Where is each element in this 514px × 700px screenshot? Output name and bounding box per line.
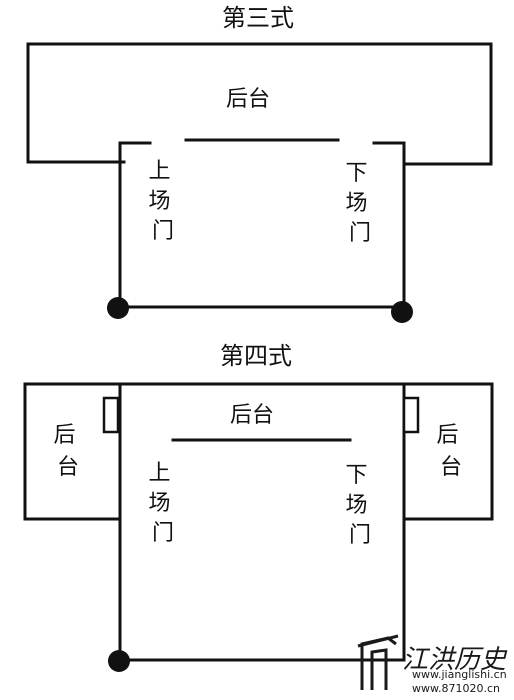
backstage-right-char-1: 后 (436, 423, 458, 448)
right-door-1-char-1: 下 (345, 161, 367, 186)
left-door-1-char-3: 门 (152, 219, 174, 244)
backstage-left-char-1: 后 (53, 423, 75, 448)
backstage-right-char-2: 台 (440, 455, 462, 480)
backstage-box-1 (26, 42, 493, 166)
pillar-left-2 (108, 650, 130, 672)
left-wing-2 (23, 382, 122, 521)
backstage-right-label-2: 后 台 (436, 423, 465, 480)
left-door-2-char-2: 场 (148, 491, 170, 516)
backstage-label-1: 后台 (226, 87, 270, 112)
watermark-url-text: www.871020.cn (412, 682, 500, 695)
left-door-label-2: 上 场 门 (148, 461, 177, 546)
backstage-left-label-2: 后 台 (53, 423, 82, 480)
backstage-top-label-2: 后台 (230, 403, 274, 428)
right-wing-2 (402, 382, 494, 521)
diagram-4-title: 第四式 (220, 342, 292, 370)
door-block-left-2 (102, 396, 120, 434)
pillar-right-1 (391, 301, 413, 323)
backstage-left-char-2: 台 (57, 455, 79, 480)
right-door-2-char-3: 门 (349, 523, 371, 548)
left-door-1-char-2: 场 (148, 189, 170, 214)
door-block-right-2 (402, 396, 420, 434)
watermark-main-text: 江洪历史 (402, 645, 508, 675)
pillar-left-1 (107, 297, 129, 319)
right-door-2-char-2: 场 (345, 493, 367, 518)
left-door-2-char-1: 上 (148, 461, 170, 486)
diagram-3-title: 第三式 (222, 4, 294, 32)
watermark-subtext: www.jianglishi.cn (412, 668, 507, 681)
diagram-3-outlines (26, 42, 493, 309)
left-door-2-char-3: 门 (152, 521, 174, 546)
left-door-label-1: 上 场 门 (148, 159, 177, 244)
watermark-logo-icon (357, 634, 399, 690)
watermark: 江洪历史 www.871020.cn www.jianglishi.cn (357, 634, 508, 695)
right-door-2-char-1: 下 (345, 463, 367, 488)
right-door-1-char-3: 门 (349, 221, 371, 246)
right-door-label-1: 下 场 门 (345, 161, 374, 246)
right-door-label-2: 下 场 门 (345, 463, 374, 548)
left-door-1-char-1: 上 (148, 159, 170, 184)
right-door-1-char-2: 场 (345, 191, 367, 216)
